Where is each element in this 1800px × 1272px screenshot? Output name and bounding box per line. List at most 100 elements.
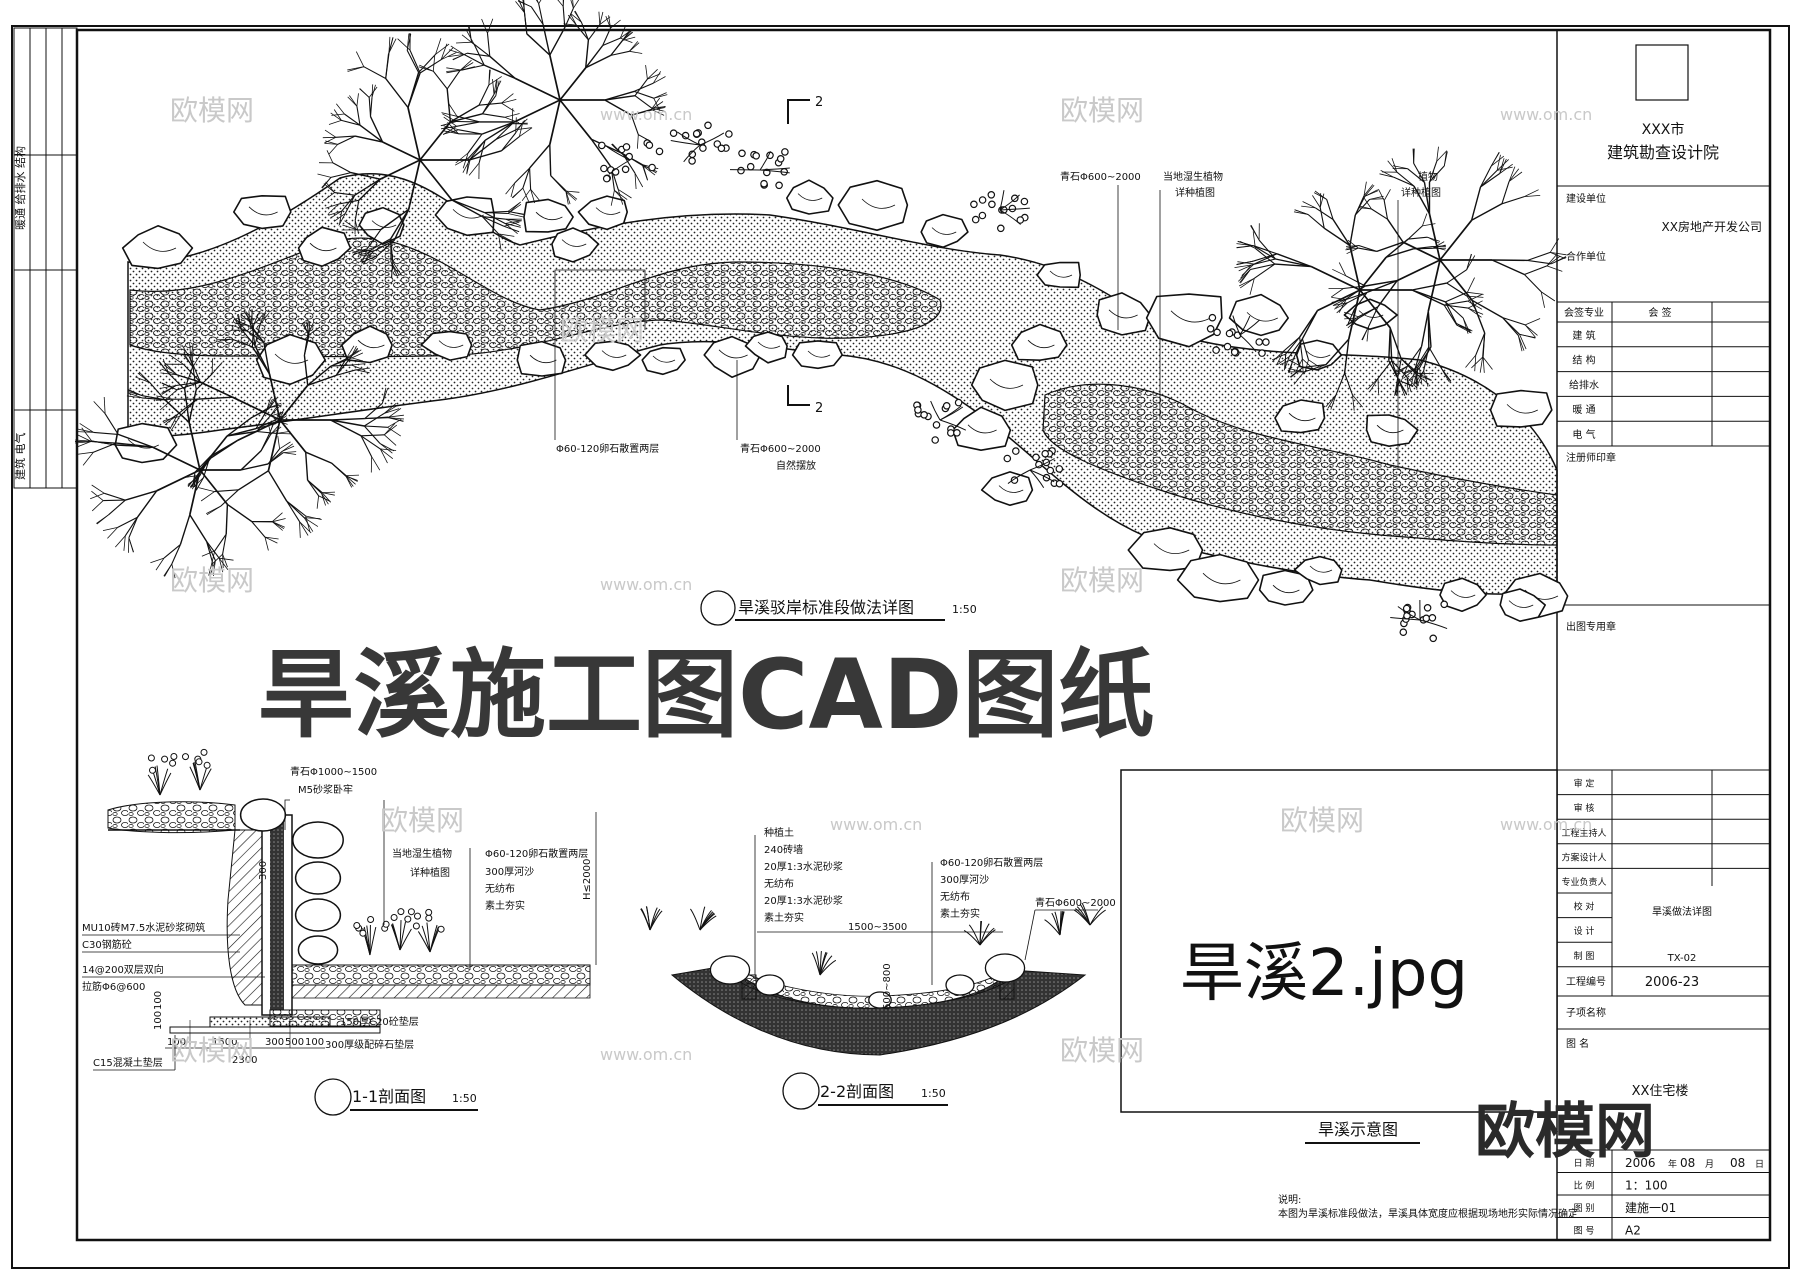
- approval-row-label: 专业负责人: [1561, 876, 1606, 888]
- client-name: XX房地产开发公司: [1662, 219, 1762, 234]
- plant: [640, 906, 663, 931]
- file-label: 旱溪2.jpg: [1180, 937, 1468, 1011]
- plan-title: 旱溪驳岸标准段做法详图: [738, 598, 914, 617]
- flower-cluster: [913, 398, 967, 444]
- watermark-url: www.om.cn: [1500, 105, 1592, 124]
- stacked-stone: [292, 821, 344, 859]
- plan-title-bubble: [700, 590, 736, 626]
- left-strip: 暖通 给排水 结构 建筑 电气: [13, 27, 78, 489]
- boulder: [791, 340, 843, 370]
- s1-label-plants: 当地湿生植物: [392, 847, 452, 860]
- stacked-stone: [297, 935, 339, 965]
- tree-canopy: [440, 0, 668, 206]
- s2-title: 2-2剖面图: [820, 1082, 894, 1101]
- tree-canopy: [1234, 181, 1484, 411]
- plan-label-plants-2: 详种植图: [1401, 186, 1441, 199]
- sketch-caption: 旱溪示意图: [1318, 1120, 1398, 1139]
- s2-label-stone: 青石Φ600~2000: [1035, 896, 1116, 909]
- s1-label-rebar: 14@200双层双向: [82, 963, 164, 976]
- stacked-stone: [294, 898, 342, 932]
- big-title: 旱溪施工图CAD图纸: [258, 639, 1154, 751]
- flower-cluster: [1003, 447, 1064, 489]
- cosign-row-label: 结 构: [1572, 354, 1595, 367]
- date-year: 2006: [1625, 1156, 1656, 1170]
- plant: [412, 908, 445, 953]
- s2-left-label: 素土夯实: [764, 911, 804, 924]
- bottom-row-label: 图 别: [1574, 1203, 1595, 1214]
- watermark: 欧模网: [170, 1034, 254, 1067]
- s1-label-soil: 素土夯实: [485, 899, 525, 912]
- plant: [963, 920, 996, 946]
- flower-cluster: [1206, 313, 1270, 357]
- project-no-label: 工程编号: [1566, 975, 1606, 988]
- s1-label-base1: 150厚C20砼垫层: [340, 1015, 419, 1028]
- s1-label-sand: 300厚河沙: [485, 866, 534, 878]
- boulder: [1228, 293, 1289, 337]
- s1-title: 1-1剖面图: [352, 1087, 426, 1106]
- sketch-frame: [1120, 769, 1558, 1113]
- s1-dim-300: 300: [258, 861, 269, 880]
- channel-stone: [709, 955, 751, 985]
- boulder: [577, 195, 628, 231]
- boulder: [837, 179, 909, 231]
- boulder: [1274, 399, 1326, 434]
- plant: [811, 951, 837, 976]
- s2-left-label: 240砖墙: [764, 843, 803, 856]
- bottom-row-value: 1：100: [1625, 1179, 1668, 1193]
- s1-label-pebbles: Φ60-120卵石散置两层: [485, 847, 588, 860]
- flower-cluster: [1390, 599, 1449, 643]
- s1-dim-h: H≤2000: [582, 859, 593, 900]
- subitem-label: 子项名称: [1566, 1006, 1606, 1019]
- boulder: [551, 227, 600, 263]
- plan-label-native: 当地湿生植物: [1163, 170, 1223, 183]
- client-label: 建设单位: [1566, 192, 1606, 205]
- s1-label-base2: 300厚级配碎石垫层: [325, 1038, 414, 1051]
- plant: [147, 753, 178, 796]
- boulder: [121, 225, 194, 270]
- s1-dim-300b: 300: [265, 1037, 284, 1048]
- s2-left-label: 20厚1:3水泥砂浆: [764, 894, 843, 907]
- s1-dim-2300: 2300: [232, 1055, 257, 1066]
- title-block: XXX市 建筑勘查设计院 建设单位 XX房地产开发公司 合作单位 会签专业会 签…: [1556, 29, 1771, 1241]
- watermark: 欧模网: [170, 94, 254, 127]
- approval-row-label: 校 对: [1574, 901, 1595, 913]
- watermark: 欧模网: [1060, 564, 1144, 597]
- s2-right-label: Φ60-120卵石散置两层: [940, 856, 1043, 869]
- date-year-unit: 年: [1668, 1158, 1677, 1170]
- bottom-row-label: 比 例: [1574, 1180, 1595, 1192]
- cosign-row-label: 建 筑: [1572, 329, 1595, 342]
- boulder: [1365, 414, 1419, 447]
- s1-label-fabric: 无纺布: [485, 882, 515, 895]
- section-mark-top-num: 2: [815, 95, 823, 110]
- boulder: [523, 198, 574, 233]
- boulder: [1489, 389, 1553, 428]
- boulder: [920, 213, 969, 248]
- approval-row-label: 审 核: [1574, 802, 1595, 814]
- outer-border: [11, 25, 1790, 1269]
- bottom-row-label: 日 期: [1574, 1158, 1595, 1169]
- plant: [182, 748, 212, 791]
- s2-left-label: 种植土: [764, 826, 794, 839]
- s1-dim-100b: 100: [153, 991, 164, 1010]
- project-no: 2006-23: [1645, 975, 1699, 990]
- s2-title-bubble: [782, 1072, 820, 1110]
- plan-label-stone-2: 青石Φ600~2000: [740, 442, 821, 455]
- section2-stones: [709, 953, 1026, 1009]
- boulder: [970, 359, 1039, 412]
- s1-scale: 1:50: [452, 1092, 477, 1105]
- channel-stone: [868, 991, 892, 1009]
- plan-label-plants: 植物: [1418, 170, 1438, 183]
- left-strip-top: 暖通 给排水 结构: [13, 146, 27, 230]
- plant: [382, 908, 415, 951]
- boulder: [516, 340, 567, 377]
- watermark-url: www.om.cn: [830, 815, 922, 834]
- cosign-header-discipline: 会签专业: [1564, 306, 1604, 319]
- bottom-row-value: A2: [1625, 1224, 1641, 1238]
- channel-stone: [755, 974, 785, 996]
- boulder: [233, 195, 292, 230]
- reg-stamp-label: 注册师印章: [1566, 451, 1616, 464]
- channel-stone: [984, 953, 1026, 983]
